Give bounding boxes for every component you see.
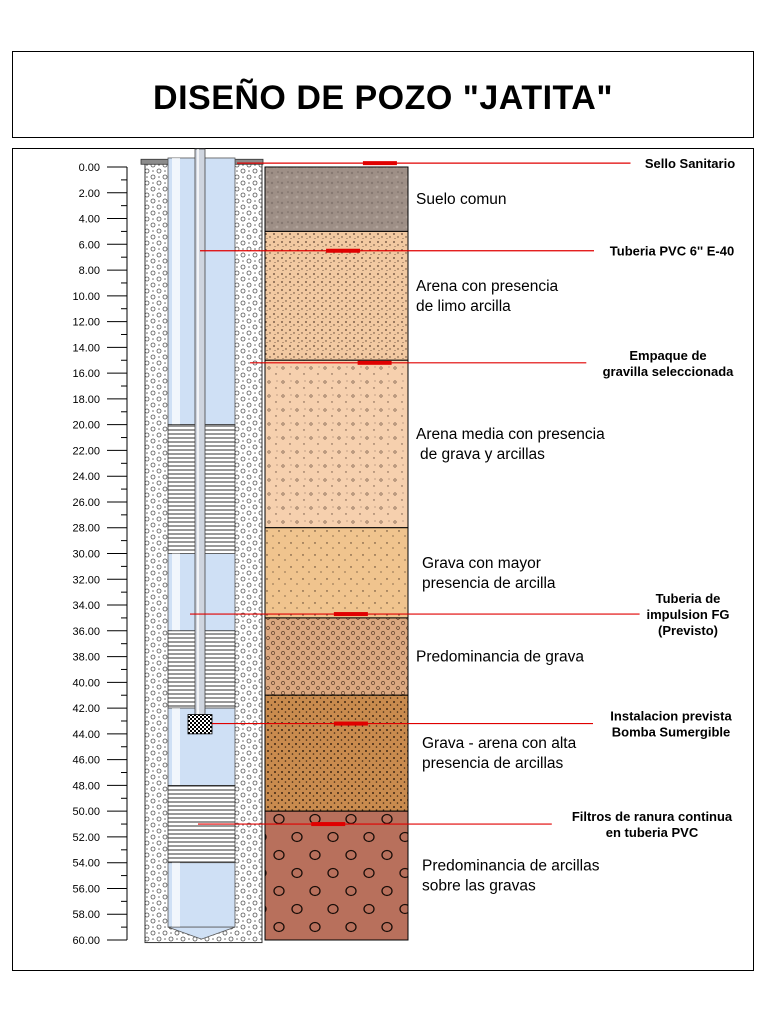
depth-tick-label: 12.00 <box>72 317 100 329</box>
callout-arrow-mark <box>357 360 392 365</box>
callout-label: Tuberia de <box>656 591 721 606</box>
title-box: DISEÑO DE POZO "JATITA" <box>12 51 754 138</box>
stratum-label: presencia de arcilla <box>422 575 556 592</box>
depth-tick-label: 20.00 <box>72 420 100 432</box>
stratum-layer <box>264 617 409 696</box>
depth-tick-label: 40.00 <box>72 677 100 689</box>
depth-tick-label: 10.00 <box>72 291 100 303</box>
depth-tick-label: 38.00 <box>72 652 100 664</box>
callout-label: (Previsto) <box>658 623 718 638</box>
depth-tick-label: 54.00 <box>72 858 100 870</box>
stratum-layer <box>264 359 409 529</box>
well-diagram-panel <box>12 148 754 971</box>
depth-tick-label: 28.00 <box>72 523 100 535</box>
depth-tick-label: 50.00 <box>72 806 100 818</box>
depth-axis: 0.00 2.00 4.00 6.00 8.00 10.00 12.00 14.00 16.00… <box>72 162 128 947</box>
stratum-layer <box>264 694 409 812</box>
casing-highlight <box>172 708 180 786</box>
impulsion-pipe <box>194 148 206 715</box>
callout-label: en tuberia PVC <box>606 825 699 840</box>
callout-arrow-mark <box>362 161 397 166</box>
callout-label: Tuberia PVC 6'' E-40 <box>610 244 734 259</box>
callout-label: Bomba Sumergible <box>612 725 730 740</box>
callout-arrow-mark <box>333 721 368 726</box>
stratum-layer <box>264 166 409 232</box>
casing-highlight <box>172 157 180 425</box>
depth-tick-label: 30.00 <box>72 549 100 561</box>
depth-tick-label: 36.00 <box>72 626 100 638</box>
depth-tick-label: 32.00 <box>72 574 100 586</box>
stratum-label: sobre las gravas <box>422 878 536 895</box>
depth-tick-label: 0.00 <box>79 162 100 174</box>
callout-arrow-mark <box>311 822 346 827</box>
submersible-pump <box>187 714 213 735</box>
stratum-label: Predominancia de grava <box>416 649 584 666</box>
page-title: DISEÑO DE POZO "JATITA" <box>153 79 613 117</box>
depth-tick-label: 6.00 <box>79 239 100 251</box>
stratum-label: Suelo comun <box>416 191 506 208</box>
callout-label: Instalacion prevista <box>610 709 732 724</box>
depth-tick-label: 56.00 <box>72 883 100 895</box>
depth-tick-label: 34.00 <box>72 600 100 612</box>
depth-tick-label: 60.00 <box>72 935 100 947</box>
depth-tick-label: 22.00 <box>72 445 100 457</box>
stratum-label: Grava - arena con alta <box>422 735 577 752</box>
depth-tick-label: 18.00 <box>72 394 100 406</box>
depth-tick-label: 48.00 <box>72 780 100 792</box>
depth-tick-label: 58.00 <box>72 909 100 921</box>
casing-highlight <box>172 553 180 631</box>
casing-bottom-cap <box>167 926 236 940</box>
depth-tick-label: 14.00 <box>72 342 100 354</box>
callout-label: impulsion FG <box>646 607 729 622</box>
stratum-label: Arena media con presencia <box>416 426 605 443</box>
stratum-label: de limo arcilla <box>416 298 511 315</box>
callout-arrow-mark <box>326 248 361 253</box>
stratum-label: Grava con mayor <box>422 555 541 572</box>
stratum-layer <box>264 810 409 941</box>
callout-label: Filtros de ranura continua <box>572 809 733 824</box>
stratum-layer <box>264 230 409 361</box>
callout-label: Sello Sanitario <box>645 156 735 171</box>
stratum-layer <box>264 527 409 619</box>
depth-tick-label: 4.00 <box>79 214 100 226</box>
stratum-label: Predominancia de arcillas <box>422 858 600 875</box>
sanitary-seal-left <box>140 158 170 165</box>
stratum-label: de grava y arcillas <box>420 446 545 463</box>
callout-label: gravilla seleccionada <box>603 364 735 379</box>
depth-tick-label: 44.00 <box>72 729 100 741</box>
well-column <box>140 148 264 944</box>
casing-highlight <box>172 862 180 928</box>
depth-tick-label: 16.00 <box>72 368 100 380</box>
depth-tick-label: 46.00 <box>72 755 100 767</box>
stratum-label: Arena con presencia <box>416 278 559 295</box>
depth-tick-label: 26.00 <box>72 497 100 509</box>
depth-tick-label: 42.00 <box>72 703 100 715</box>
depth-tick-label: 52.00 <box>72 832 100 844</box>
callout-label: Empaque de <box>629 348 706 363</box>
depth-tick-label: 24.00 <box>72 471 100 483</box>
stratum-label: presencia de arcillas <box>422 755 564 772</box>
depth-tick-label: 8.00 <box>79 265 100 277</box>
callout-arrow-mark <box>333 612 368 617</box>
depth-tick-label: 2.00 <box>79 188 100 200</box>
